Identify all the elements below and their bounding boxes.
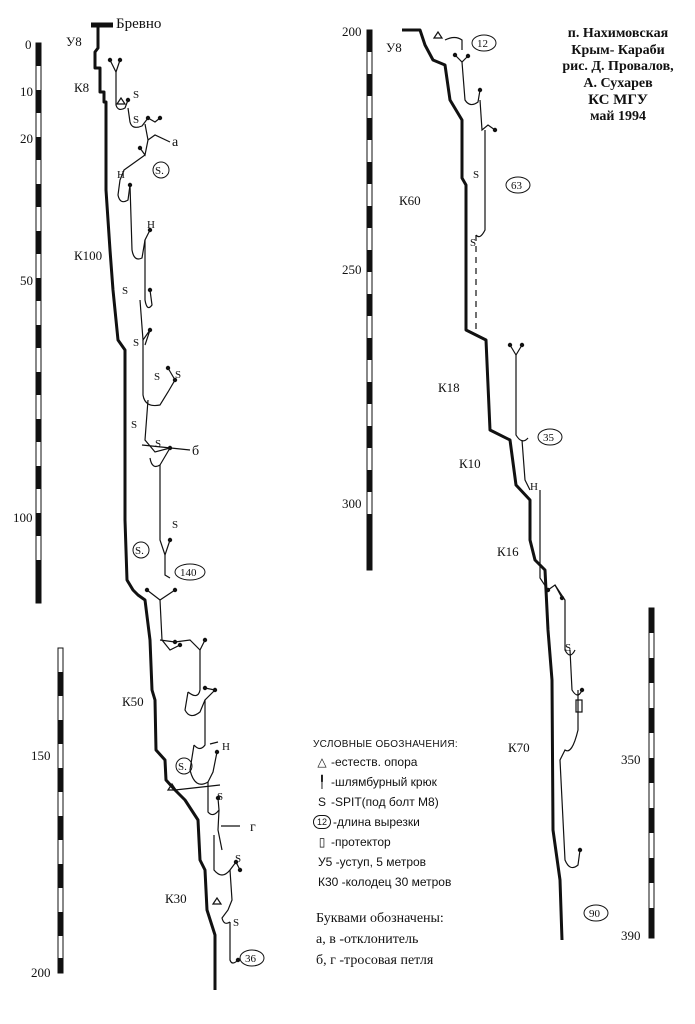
legend-item: △ -естеств. опора	[313, 752, 543, 772]
natural-mark: Н	[222, 741, 230, 753]
natural-mark: Н	[117, 169, 125, 181]
circled-spit-marks: S. S. S.	[132, 161, 193, 775]
legend-item: К30 -колодец 30 метров	[318, 875, 452, 889]
legend-item: ▯ -протектор	[313, 832, 543, 852]
spit-mark: S	[155, 438, 161, 450]
spit-mark: S	[470, 237, 476, 249]
spit-mark: S	[154, 371, 160, 383]
survey-header: п. Нахимовская Крым- Караби рис. Д. Пров…	[548, 26, 688, 125]
anchors-lower	[452, 52, 585, 853]
spit-mark: S	[217, 791, 223, 803]
legend-item: 12 -длина вырезки	[313, 812, 543, 832]
depth-label-250: 250	[342, 262, 362, 277]
pitch-u8-top: У8	[66, 34, 82, 49]
drawn-by: рис. Д. Провалов,	[562, 59, 674, 74]
anchor-marks: S S Н Н S S S S S S S Н S S S S S Н S	[117, 89, 571, 929]
log-label: Бревно	[116, 16, 161, 32]
rope-length-140: 140	[180, 567, 197, 579]
rope-upper	[109, 59, 241, 964]
pitch-k70: К70	[508, 740, 530, 755]
depth-label-150: 150	[31, 748, 51, 763]
depth-label-20: 20	[20, 131, 33, 146]
legend-title: УСЛОВНЫЕ ОБОЗНАЧЕНИЯ:	[313, 739, 458, 750]
cave-name: п. Нахимовская	[567, 26, 669, 41]
sling-b: б	[192, 444, 199, 459]
svg-text:S.: S.	[135, 545, 144, 557]
pitch-k10: К10	[459, 456, 481, 471]
pitch-k30: К30	[165, 891, 187, 906]
depth-scale-3	[366, 29, 373, 571]
depth-label-10: 10	[20, 84, 33, 99]
depth-label-350: 350	[621, 752, 641, 767]
entrance-log: Бревно	[91, 16, 161, 32]
depth-scale-2	[57, 647, 64, 974]
anchors-upper	[107, 57, 243, 963]
spit-anchor-icon: S	[317, 795, 326, 809]
spit-mark: S	[473, 169, 479, 181]
svg-text:S.: S.	[178, 761, 187, 773]
pitch-k18: К18	[438, 380, 460, 395]
rope-length-35: 35	[543, 432, 555, 444]
rope-length-63: 63	[511, 180, 523, 192]
depth-label-0: 0	[25, 37, 32, 52]
protector-icon: ▯	[318, 835, 326, 849]
spit-mark: S	[133, 89, 139, 101]
pitch-k50: К50	[122, 694, 144, 709]
survey-date: май 1994	[589, 108, 646, 124]
spit-mark: S	[175, 369, 181, 381]
depth-labels: 0 10 20 50 100 150 200 200 250 300 350 3…	[13, 24, 641, 980]
pitch-k16: К16	[497, 544, 519, 559]
depth-label-200: 200	[31, 965, 51, 980]
spit-mark: S	[235, 853, 241, 865]
depth-label-50: 50	[20, 273, 33, 288]
cave-wall-lower	[402, 28, 564, 941]
letter-note-sling: б, г -тросовая петля	[316, 953, 434, 968]
natural-anchor-icon: △	[317, 755, 327, 769]
spit-mark: S	[172, 519, 178, 531]
svg-text:S.: S.	[155, 165, 164, 177]
spit-mark: S	[133, 337, 139, 349]
spit-mark: S	[133, 114, 139, 126]
rope-length-90: 90	[589, 908, 601, 920]
rope-length-icon: 12	[313, 815, 331, 829]
deviator-marks: а б г	[172, 135, 256, 835]
depth-label-390: 390	[621, 928, 641, 943]
natural-mark: Н	[147, 219, 155, 231]
author: А. Сухарев	[583, 75, 653, 91]
rope-length-36: 36	[245, 953, 257, 965]
spit-mark: S	[233, 917, 239, 929]
letter-note-deviator: а, в -отклонитель	[316, 932, 419, 947]
deviator-a: а	[172, 135, 179, 150]
legend: УСЛОВНЫЕ ОБОЗНАЧЕНИЯ: △ -естеств. опора …	[313, 738, 543, 892]
legend-item: S -SPIT(под болт М8)	[313, 792, 543, 812]
spit-mark: S	[565, 642, 571, 654]
depth-label-200b: 200	[342, 24, 362, 39]
club-name: КС МГУ	[588, 92, 648, 108]
depth-scale-1	[35, 42, 42, 604]
pitch-k8: К8	[74, 80, 89, 95]
bolt-anchor-icon: ╿	[318, 775, 326, 789]
protector-icon	[575, 699, 583, 713]
cave-wall-upper	[93, 25, 217, 990]
depth-scale-4	[648, 607, 655, 939]
legend-item: У5 -уступ, 5 метров	[318, 855, 427, 869]
depth-label-300: 300	[342, 496, 362, 511]
natural-mark: Н	[530, 481, 538, 493]
letter-notes-title: Буквами обозначены:	[316, 911, 444, 926]
pitch-u8-lower: У8	[386, 40, 402, 55]
pitch-k100: К100	[74, 248, 102, 263]
rope-length-12: 12	[477, 38, 488, 50]
depth-label-100: 100	[13, 510, 33, 525]
legend-item: ╿ -шлямбурный крюк	[313, 772, 543, 792]
pitch-labels: У8 К8 К100 К50 К30 У8 К60 К18 К10 К16 К7…	[66, 34, 530, 906]
spit-mark: S	[122, 285, 128, 297]
rope-length-marks: 140 36 12 63 35 90	[174, 34, 609, 967]
spit-mark: S	[131, 419, 137, 431]
natural-anchor-icons	[115, 30, 444, 905]
cave-region: Крым- Караби	[571, 42, 665, 58]
pitch-k60: К60	[399, 193, 421, 208]
letter-notes: Буквами обозначены: а, в -отклонитель б,…	[316, 908, 444, 971]
sling-g: г	[250, 820, 256, 835]
